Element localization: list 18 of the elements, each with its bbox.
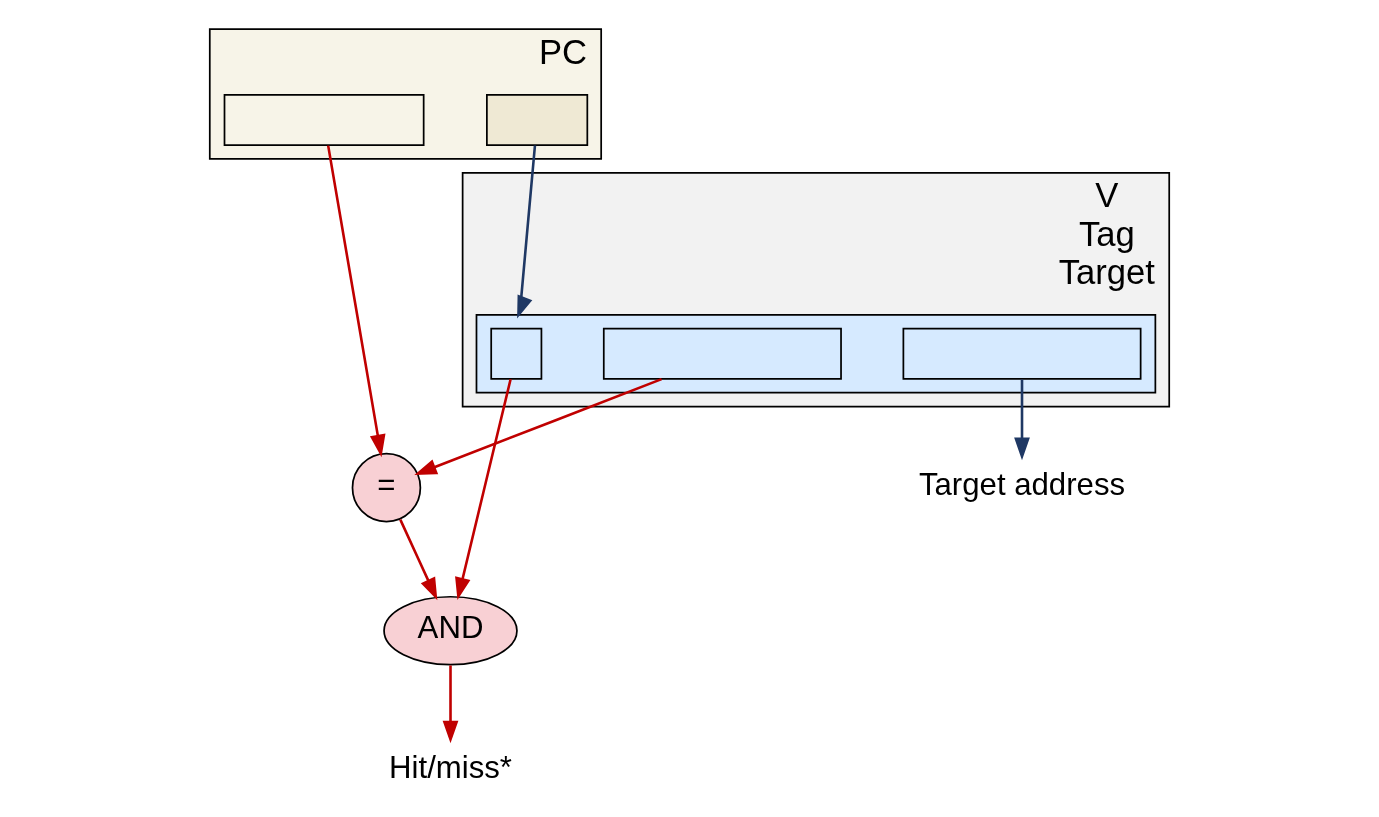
- node-text: Hit/miss*: [389, 750, 512, 786]
- node-ellipse: AND: [383, 595, 518, 666]
- node-box: [602, 327, 842, 380]
- arrow: [399, 519, 438, 601]
- arrow: [517, 145, 537, 319]
- cluster: V Tag Target: [461, 171, 1171, 408]
- arrow: [326, 145, 386, 458]
- node-box: [490, 327, 543, 380]
- node-circle: =: [351, 452, 422, 523]
- node-text: Target address: [918, 467, 1126, 503]
- node-box: [902, 327, 1142, 380]
- arrow: [1014, 379, 1030, 461]
- arrow: [455, 379, 512, 601]
- arrow: [442, 665, 459, 744]
- cluster: [475, 313, 1157, 394]
- node-box: [486, 94, 589, 146]
- cluster: PC: [208, 28, 603, 160]
- node-box: [223, 94, 425, 146]
